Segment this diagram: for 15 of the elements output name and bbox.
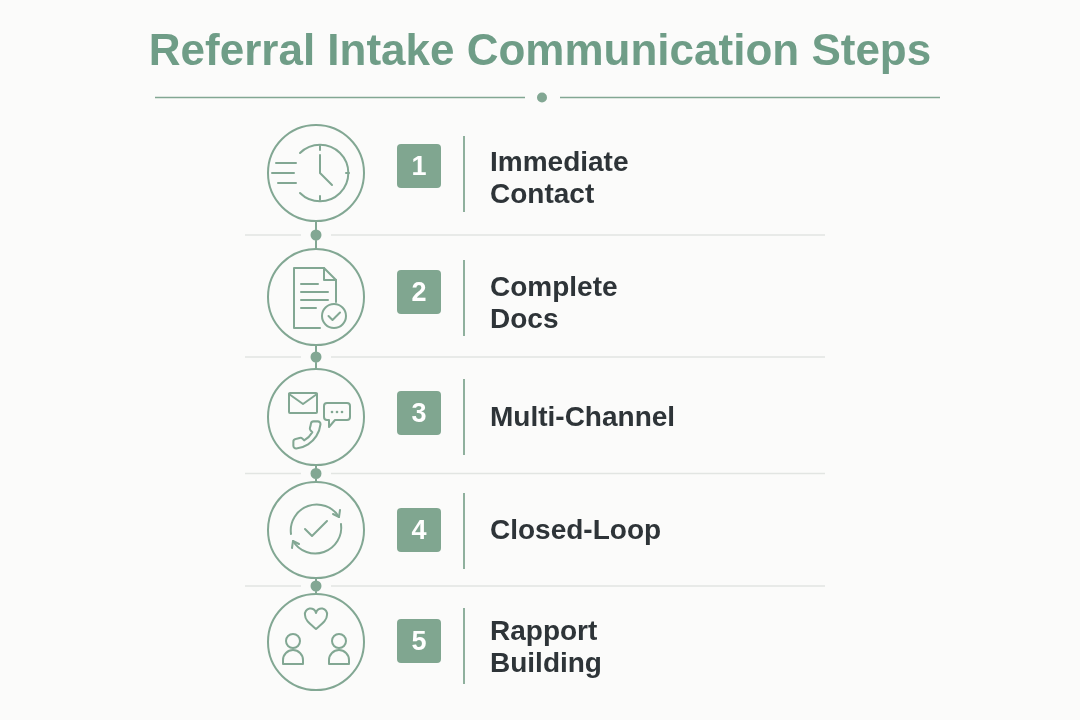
number-badge: 4 <box>397 508 441 552</box>
step-title: Immediate Contact <box>490 146 630 210</box>
number-badge: 5 <box>397 619 441 663</box>
number-badge: 1 <box>397 144 441 188</box>
step-title: Complete Docs <box>490 271 619 335</box>
number-badge: 2 <box>397 270 441 314</box>
title: Referral Intake Communication Steps <box>148 28 932 72</box>
number-badge: 3 <box>397 391 441 435</box>
step-title: Multi-Channel <box>490 401 677 433</box>
connector-line <box>310 578 322 594</box>
connector-line <box>310 345 322 369</box>
step-title: Closed-Loop <box>490 514 663 546</box>
connector-line <box>310 221 322 249</box>
step-title: Rapport Building <box>490 615 603 679</box>
connector-line <box>310 465 322 482</box>
